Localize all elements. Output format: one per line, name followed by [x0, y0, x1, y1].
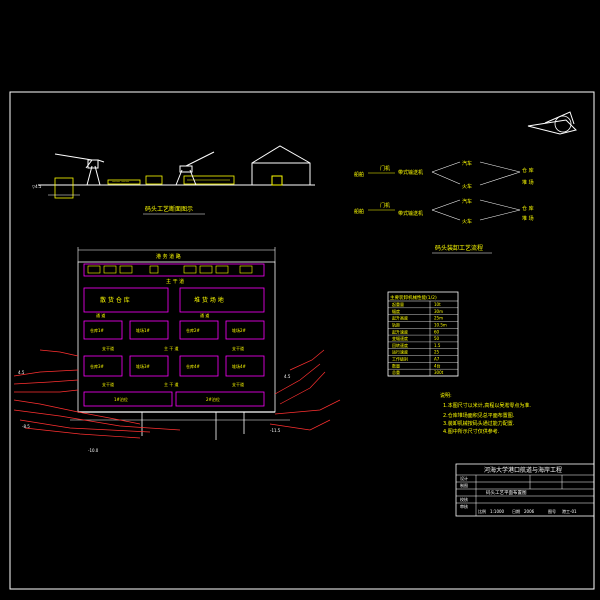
drawing-frame: [9, 91, 595, 590]
plan-wh-4: 堆场2#: [232, 327, 247, 333]
plan-top-road: 港 务 道 路: [156, 253, 181, 260]
portal-crane-icon: [54, 153, 105, 186]
table-row-value: 25m: [434, 316, 443, 321]
profile-caption: 码头工艺断面图示: [145, 205, 193, 213]
notes-line-2: 2.仓库堆场面积见总平面布置图.: [443, 412, 515, 419]
title-block: 河海大学港口航道与海岸工程 码头工艺平面布置图 设计 制图 校核 审核 比例 1…: [455, 463, 595, 517]
flow-row1-step2: 带式输送机: [398, 169, 423, 176]
plan-wh-6: 堆场3#: [136, 363, 151, 369]
svg-text:-10.0: -10.0: [88, 448, 99, 453]
specs-table: 主要装卸机械性能(1/2) 起重量 10t 幅度 30m 起升高度 25m 轨距 10.5m 起…: [387, 291, 459, 377]
plan-small-road-4: 支干道: [232, 381, 244, 387]
notes-line-4: 4.图中所示尺寸仅供参考.: [443, 428, 500, 435]
flow-row2-step2: 带式输送机: [398, 210, 423, 217]
flow-diagram: 船舶 门机 带式输送机 汽车 火车 仓 库 堆 场 船舶 门机 带式输送机 汽车…: [354, 160, 534, 225]
plan-wh-3: 仓库2#: [186, 327, 201, 333]
title-institution: 河海大学港口航道与海岸工程: [484, 466, 562, 474]
notes-title: 说明:: [440, 392, 452, 399]
flow-row1-dest-a: 仓 库: [522, 167, 534, 174]
elevation-marks: 4.5 4.5 -8.5 -10.0 -11.5: [18, 370, 291, 453]
svg-text:图号: 图号: [548, 508, 556, 514]
svg-text:校核: 校核: [460, 496, 468, 502]
title-drawing-name: 码头工艺平面布置图: [486, 489, 527, 496]
seabed-profile: [13, 349, 341, 439]
plan-left-cross: 通 道: [96, 312, 105, 318]
plan-wh-8: 堆场4#: [232, 363, 247, 369]
table-row-label: 幅度: [392, 308, 400, 314]
specs-table-header: 主要装卸机械性能(1/2): [390, 294, 437, 301]
flow-row2-source: 船舶: [354, 208, 364, 215]
svg-text:日期: 日期: [512, 508, 520, 514]
svg-text:—— ——: —— ——: [112, 179, 129, 184]
svg-text:设计: 设计: [460, 475, 468, 481]
svg-text:▽4.5: ▽4.5: [32, 184, 42, 189]
plan-berth-1: 1#泊位: [114, 396, 128, 402]
table-row-label: 起升速度: [392, 328, 408, 334]
notes-line-3: 3.装卸机械按码头通过能力配置.: [443, 420, 515, 427]
north-arrow-icon: [527, 111, 577, 135]
svg-text:比例: 比例: [478, 508, 486, 514]
table-row-label: 数量: [392, 362, 400, 368]
plan-warehouse: 散 货 仓 库: [100, 296, 130, 304]
flow-row1-source: 船舶: [354, 171, 364, 178]
notes-line-1: 1.本图尺寸以米计,高程以吴淞零点为准.: [443, 402, 531, 409]
plan-berth-2: 2#泊位: [206, 396, 220, 402]
plan-wh-2: 堆场1#: [136, 327, 151, 333]
plan-main-road-top: 主 干 道: [166, 278, 184, 285]
flow-row2-branch-b: 火车: [462, 218, 472, 225]
table-row-label: 起升高度: [392, 315, 408, 321]
flow-row1-dest-b: 堆 场: [522, 179, 534, 186]
notes-block: 说明: 1.本图尺寸以米计,高程以吴淞零点为准. 2.仓库堆场面积见总平面布置图…: [440, 392, 531, 435]
table-row-value: 25: [434, 350, 440, 355]
table-row-value: 1.5: [434, 343, 441, 348]
table-row-label: 轨距: [392, 321, 400, 327]
table-row-label: 变幅速度: [392, 335, 408, 341]
table-row-label: 回转速度: [392, 342, 408, 348]
plan-wh-1: 仓库1#: [90, 327, 105, 333]
plan-layout: 港 务 道 路 主 干 道 散 货 仓 库 堆 货 场 地 通 道 通 道 仓库…: [70, 247, 290, 440]
plan-right-cross: 通 道: [200, 312, 209, 318]
svg-text:港工-01: 港工-01: [562, 508, 577, 514]
svg-text:2006: 2006: [524, 509, 535, 514]
flow-row2-dest-a: 仓 库: [522, 205, 534, 212]
flow-row1-branch-a: 汽车: [462, 160, 472, 167]
table-row-value: 4台: [434, 362, 441, 368]
flow-row2-branch-a: 汽车: [462, 198, 472, 205]
plan-main-road-mid: 主 干 道: [164, 345, 179, 351]
table-row-label: 工作级别: [392, 356, 408, 362]
table-row-label: 总重: [392, 369, 400, 375]
table-row-value: 10.5m: [434, 322, 447, 327]
flow-row2-dest-b: 堆 场: [522, 215, 534, 222]
svg-text:制图: 制图: [460, 482, 468, 488]
table-row-value: 10t: [434, 302, 441, 307]
plan-main-road-bottom: 主 干 道: [164, 381, 179, 387]
svg-text:1:1000: 1:1000: [490, 509, 505, 514]
warehouse-icon: [251, 145, 311, 186]
plan-wh-5: 仓库3#: [90, 363, 105, 369]
svg-text:4.5: 4.5: [18, 370, 25, 375]
table-row-value: 50: [434, 336, 440, 341]
flow-caption: 码头装卸工艺流程: [435, 244, 483, 252]
flow-row2-step1: 门机: [380, 202, 390, 209]
table-row-value: A7: [434, 357, 440, 362]
plan-wh-7: 仓库4#: [186, 363, 201, 369]
table-row-value: 60: [434, 329, 440, 334]
flow-row1-step1: 门机: [380, 165, 390, 172]
yard-crane-icon: [175, 151, 215, 186]
svg-text:4.5: 4.5: [284, 374, 291, 379]
plan-yard: 堆 货 场 地: [194, 296, 224, 304]
table-row-value: 300t: [434, 370, 444, 375]
flow-row1-branch-b: 火车: [462, 183, 472, 190]
svg-text:-8.5: -8.5: [22, 424, 30, 429]
table-row-value: 30m: [434, 309, 443, 314]
plan-small-road-1: 支干道: [102, 345, 114, 351]
profile-section: —— —— ▽4.5: [32, 145, 315, 199]
plan-small-road-3: 支干道: [102, 381, 114, 387]
svg-text:-11.5: -11.5: [270, 428, 281, 433]
plan-small-road-2: 支干道: [232, 345, 244, 351]
table-row-label: 运行速度: [392, 349, 408, 355]
table-row-label: 起重量: [392, 301, 404, 307]
svg-text:审核: 审核: [460, 503, 468, 509]
